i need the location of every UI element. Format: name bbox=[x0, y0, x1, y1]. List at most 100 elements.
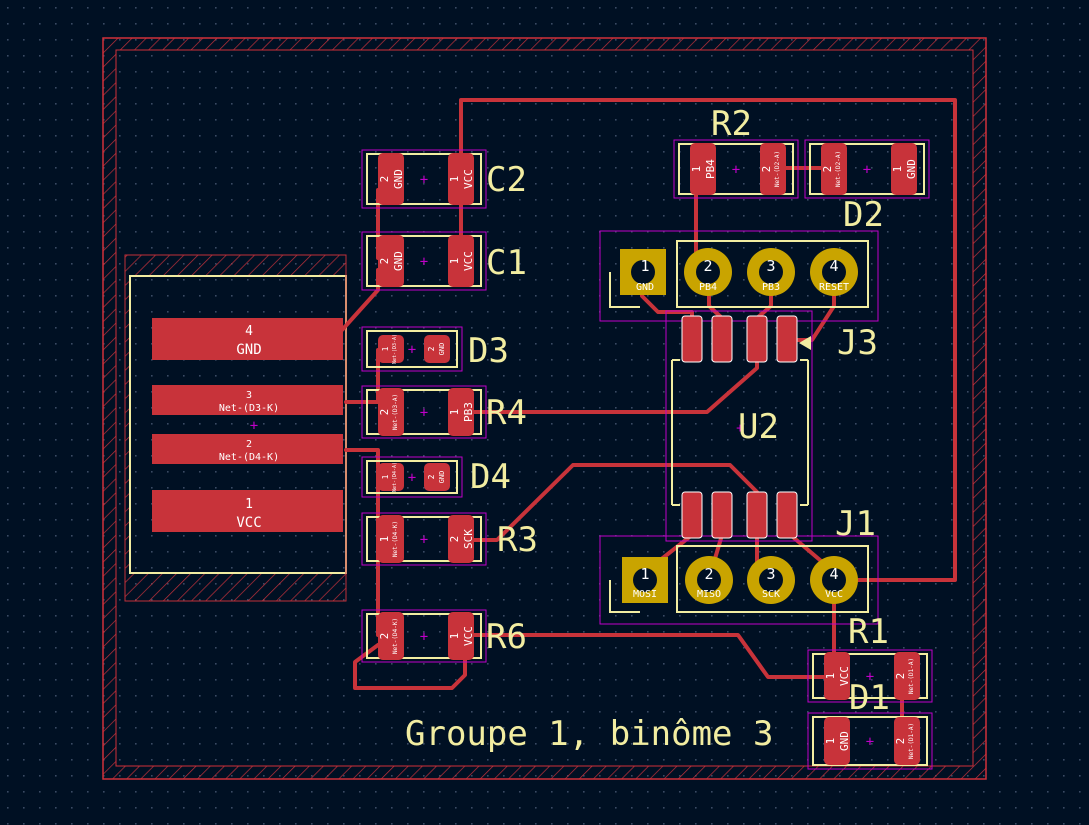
center-marker: + bbox=[420, 629, 428, 645]
component-d2[interactable]: +2Net-(D2-A) 1GND bbox=[804, 139, 930, 199]
connector-footprint: + bbox=[124, 254, 347, 602]
center-marker: + bbox=[866, 734, 874, 750]
j3-pad-4[interactable]: 4 RESET bbox=[810, 248, 858, 296]
j1-pad-3[interactable]: 3 SCK bbox=[747, 556, 795, 604]
pad-r4-1[interactable]: 1PB3 bbox=[448, 388, 475, 436]
ref-r6: R6 bbox=[486, 617, 527, 657]
center-marker: + bbox=[866, 669, 874, 685]
pad-net: PB4 bbox=[699, 282, 717, 293]
pad-c2-1[interactable]: 1VCC bbox=[448, 153, 475, 205]
j3-pad-1[interactable]: 1 GND bbox=[620, 249, 666, 295]
ref-d3: D3 bbox=[468, 331, 509, 371]
pad-r2-1[interactable]: 1PB4 bbox=[690, 143, 717, 195]
center-marker: + bbox=[420, 532, 428, 548]
j1-header: 1 MOSI 2 MISO 3 SCK 4 VCC bbox=[599, 535, 879, 625]
pad-net: PB3 bbox=[762, 282, 780, 293]
pad-number: 3 bbox=[246, 390, 252, 401]
component-r1[interactable]: +1VCC 2Net-(D1-A) bbox=[807, 649, 933, 703]
pad-number: 1 bbox=[245, 497, 253, 512]
pad-number: 2 bbox=[704, 565, 713, 583]
pad-r3-1[interactable]: 1Net-(D4-K) bbox=[378, 515, 404, 563]
pad-net: GND bbox=[236, 342, 261, 358]
j3-pad-2[interactable]: 2 PB4 bbox=[684, 248, 732, 296]
j3-pad-3[interactable]: 3 PB3 bbox=[747, 248, 795, 296]
pad-r1-2[interactable]: 2Net-(D1-A) bbox=[894, 652, 920, 700]
u2-pad[interactable] bbox=[777, 492, 797, 538]
j1-pad-2[interactable]: 2 MISO bbox=[685, 556, 733, 604]
pad-number: 1 bbox=[640, 257, 649, 275]
pad-c1-1[interactable]: 1VCC bbox=[448, 235, 475, 287]
pad-r3-2[interactable]: 2SCK bbox=[448, 515, 475, 563]
u2-pad[interactable] bbox=[712, 492, 732, 538]
pad-r1-1[interactable]: 1VCC bbox=[824, 652, 851, 700]
pad-label: 1GND bbox=[824, 731, 851, 751]
j3-header: 1 GND 2 PB4 3 PB3 4 RESET bbox=[599, 230, 879, 322]
center-marker: + bbox=[420, 254, 428, 270]
connector-pad-2[interactable]: 2 Net-(D4-K) bbox=[152, 434, 343, 464]
component-r6[interactable]: +2Net-(D4-K) 1VCC bbox=[361, 609, 487, 663]
pad-label: 2Net-(D4-K) bbox=[378, 618, 399, 654]
board-outline bbox=[102, 37, 987, 780]
pad-label: 2Net-(D3-A) bbox=[378, 394, 399, 430]
component-d1[interactable]: +1GND 2Net-(D1-A) bbox=[807, 712, 933, 770]
pad-r4-2[interactable]: 2Net-(D3-A) bbox=[378, 388, 404, 436]
u2-pad[interactable] bbox=[777, 316, 797, 362]
u2-pad[interactable] bbox=[712, 316, 732, 362]
ref-r2: R2 bbox=[711, 104, 752, 144]
center-marker: + bbox=[732, 162, 740, 178]
pad-r6-2[interactable]: 2Net-(D4-K) bbox=[378, 612, 404, 660]
pad-r2-2[interactable]: 2Net-(D2-A) bbox=[760, 143, 786, 195]
pad-d1-2[interactable]: 2Net-(D1-A) bbox=[894, 717, 920, 765]
ref-j3: J3 bbox=[837, 323, 878, 363]
pad-number: 4 bbox=[829, 565, 838, 583]
pad-label: 1PB3 bbox=[448, 402, 475, 422]
pad-net: GND bbox=[636, 282, 654, 293]
pad-c2-2[interactable]: 2GND bbox=[378, 153, 405, 205]
j1-pad-1[interactable]: 1 MOSI bbox=[622, 557, 668, 603]
u2-chip: + bbox=[665, 310, 813, 542]
pad-r6-1[interactable]: 1VCC bbox=[448, 612, 475, 660]
connector-pad-3[interactable]: 3 Net-(D3-K) bbox=[152, 385, 343, 415]
pad-number: 2 bbox=[246, 439, 252, 450]
center-marker: + bbox=[863, 162, 871, 178]
pad-d2-1[interactable]: 1GND bbox=[891, 143, 918, 195]
connector-pad-4[interactable]: 4 GND bbox=[152, 318, 343, 360]
pad-label: 1GND bbox=[891, 159, 918, 179]
component-r4[interactable]: +2Net-(D3-A)1PB3 bbox=[361, 385, 487, 439]
component-c1[interactable]: +2GND 1VCC bbox=[361, 231, 487, 291]
u2-pad[interactable] bbox=[747, 316, 767, 362]
ref-r4: R4 bbox=[486, 393, 527, 433]
ref-c2: C2 bbox=[486, 160, 527, 200]
pad-label: 2SCK bbox=[448, 529, 475, 549]
component-r2[interactable]: +1PB4 2Net-(D2-A) bbox=[673, 139, 799, 199]
connector-pad-1[interactable]: 1 VCC bbox=[152, 490, 343, 532]
ref-d1: D1 bbox=[849, 678, 890, 718]
u2-pad[interactable] bbox=[682, 492, 702, 538]
u2-pad[interactable] bbox=[747, 492, 767, 538]
pad-net: VCC bbox=[825, 589, 843, 600]
pad-label: 1PB4 bbox=[690, 159, 717, 179]
ref-r3: R3 bbox=[497, 520, 538, 560]
component-r3[interactable]: +1Net-(D4-K) 2SCK bbox=[361, 512, 487, 566]
pad-net: Net-(D3-K) bbox=[219, 403, 279, 414]
pad-number: 3 bbox=[766, 257, 775, 275]
pad-c1-2[interactable]: 2GND bbox=[378, 235, 405, 287]
j1-pad-4[interactable]: 4 VCC bbox=[810, 556, 858, 604]
pad-d2-2[interactable]: 2Net-(D2-A) bbox=[821, 143, 847, 195]
ref-j1: J1 bbox=[835, 504, 876, 544]
pad-d1-1[interactable]: 1GND bbox=[824, 717, 851, 765]
pad-label: 2Net-(D2-A) bbox=[821, 151, 842, 187]
pad-number: 3 bbox=[766, 565, 775, 583]
u2-pad[interactable] bbox=[682, 316, 702, 362]
